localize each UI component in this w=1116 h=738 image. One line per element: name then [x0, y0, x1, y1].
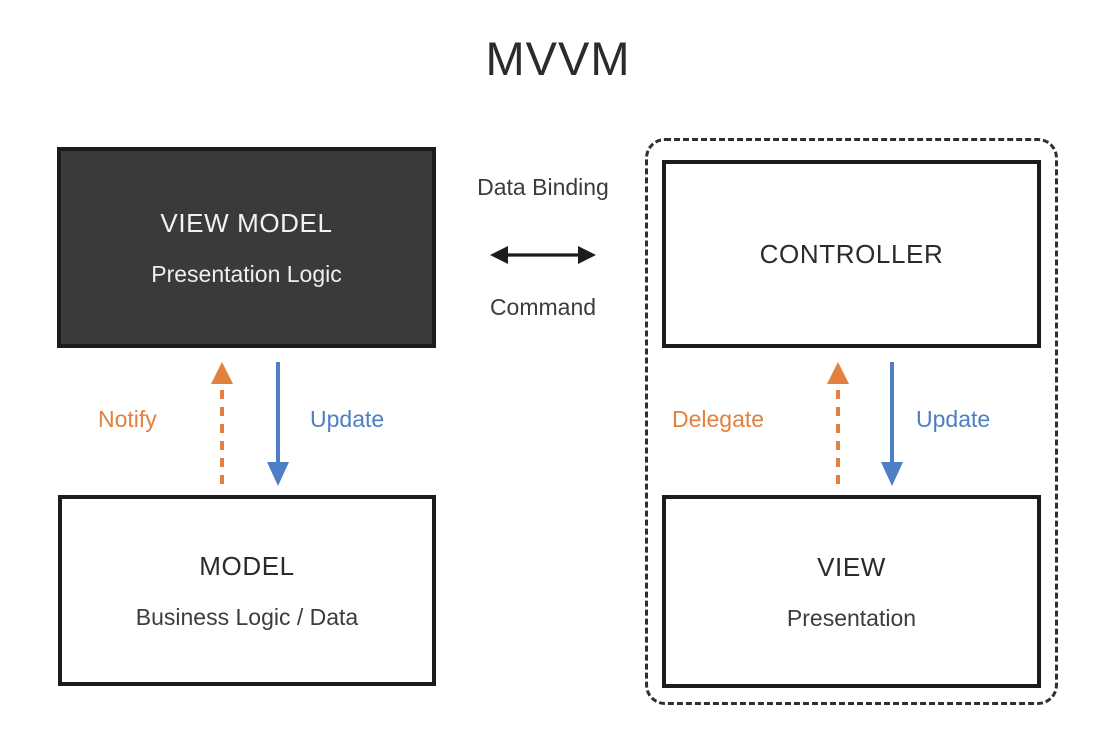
connection-label-data-binding: Data Binding [477, 174, 609, 200]
controller-view-connections: Delegate Update [672, 360, 1032, 490]
solid-down-arrow-icon [267, 362, 289, 486]
node-view-model-subtitle: Presentation Logic [151, 260, 342, 287]
connection-label-update-left: Update [310, 406, 385, 432]
connection-label-delegate: Delegate [672, 406, 765, 432]
node-view-model-title: VIEW MODEL [160, 207, 333, 238]
dashed-up-arrow-icon [211, 362, 233, 484]
solid-down-arrow-icon [881, 362, 903, 486]
connection-label-notify: Notify [98, 406, 157, 432]
node-model-subtitle: Business Logic / Data [135, 603, 359, 630]
viewmodel-model-connections: Notify Update [92, 360, 452, 490]
node-view-model: VIEW MODEL Presentation Logic [57, 147, 436, 348]
node-view-subtitle: Presentation [786, 604, 917, 631]
node-view-title: VIEW [817, 551, 886, 582]
connection-label-update-right: Update [916, 406, 991, 432]
mvc-group-container [645, 138, 1058, 705]
node-model-title: MODEL [199, 550, 295, 581]
node-model: MODEL Business Logic / Data [58, 495, 436, 686]
node-controller-title: CONTROLLER [759, 239, 944, 269]
double-headed-arrow-icon [490, 246, 596, 264]
node-controller: CONTROLLER [662, 160, 1041, 348]
node-view: VIEW Presentation [662, 495, 1041, 688]
connection-label-command: Command [489, 294, 597, 320]
diagram-title: MVVM [485, 32, 631, 85]
dashed-up-arrow-icon [827, 362, 849, 484]
